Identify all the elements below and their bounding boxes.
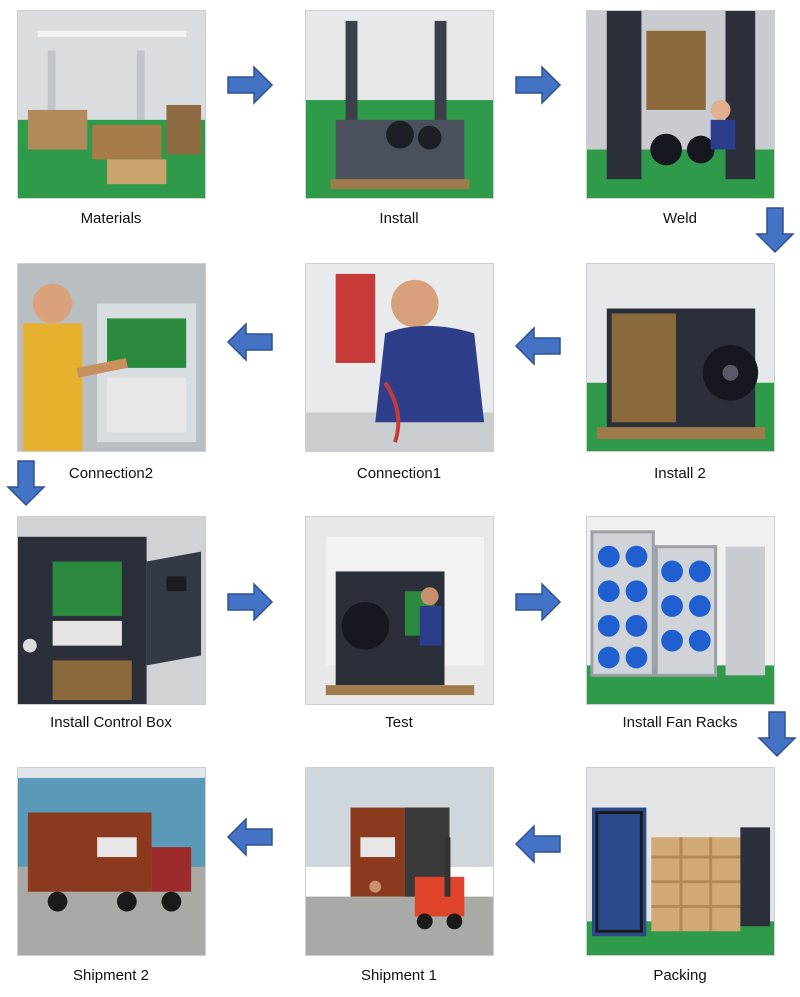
step-photo-connection2: [17, 263, 206, 452]
arrow-down-icon: [753, 710, 800, 758]
step-label-packing: Packing: [653, 967, 707, 984]
arrow-right-icon: [514, 61, 562, 109]
step-photo-install-2: [586, 263, 775, 452]
step-label-materials: Materials: [80, 210, 142, 227]
step-photo-install: [305, 10, 494, 199]
step-label-connection1: Connection1: [356, 465, 442, 482]
step-label-install-control-box: Install Control Box: [50, 714, 172, 731]
step-photo-materials: [17, 10, 206, 199]
arrow-down-icon: [2, 459, 50, 507]
step-photo-packing: [586, 767, 775, 956]
arrow-left-icon: [514, 820, 562, 868]
arrow-right-icon: [226, 61, 274, 109]
step-label-shipment-2: Shipment 2: [73, 967, 149, 984]
step-label-weld: Weld: [663, 210, 697, 227]
arrow-left-icon: [226, 813, 274, 861]
arrow-left-icon: [514, 322, 562, 370]
step-label-shipment-1: Shipment 1: [361, 967, 437, 984]
step-photo-install-fan-racks: [586, 516, 775, 705]
step-photo-connection1: [305, 263, 494, 452]
step-photo-install-control-box: [17, 516, 206, 705]
step-label-install-fan-racks: Install Fan Racks: [622, 714, 738, 731]
step-photo-weld: [586, 10, 775, 199]
arrow-left-icon: [226, 318, 274, 366]
step-label-install-2: Install 2: [654, 465, 706, 482]
step-photo-test: [305, 516, 494, 705]
step-label-install: Install: [379, 210, 419, 227]
step-photo-shipment-2: [17, 767, 206, 956]
step-label-test: Test: [385, 714, 413, 731]
arrow-right-icon: [226, 578, 274, 626]
step-photo-shipment-1: [305, 767, 494, 956]
arrow-right-icon: [514, 578, 562, 626]
arrow-down-icon: [751, 206, 799, 254]
step-label-connection2: Connection2: [68, 465, 154, 482]
